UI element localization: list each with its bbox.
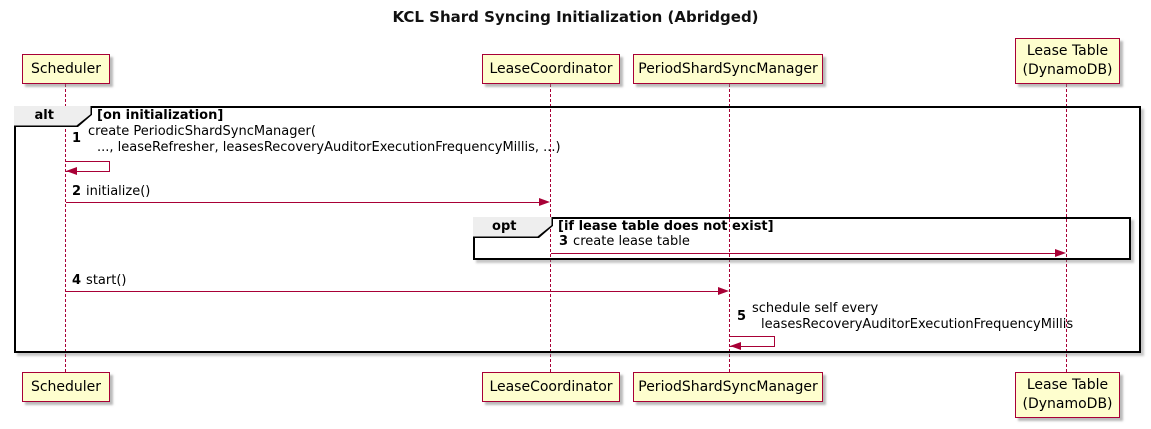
lifeline-scheduler [65, 84, 66, 372]
participant-periodshardsyncmanager-top: PeriodShardSyncManager [633, 54, 823, 84]
message-4-arrow [66, 291, 719, 292]
participant-leasetable-top: Lease Table (DynamoDB) [1015, 38, 1120, 84]
message-1-self-arrow [66, 161, 110, 172]
message-1-text: create PeriodicShardSyncManager( ..., le… [88, 124, 561, 155]
participant-periodshardsyncmanager-bottom: PeriodShardSyncManager [633, 372, 823, 402]
message-2-arrowhead-icon [539, 198, 550, 206]
opt-operator-label: opt [473, 217, 552, 237]
participant-leasecoordinator-top: LeaseCoordinator [482, 54, 620, 84]
lifeline-leasetable [1066, 84, 1067, 372]
diagram-title: KCL Shard Syncing Initialization (Abridg… [392, 8, 759, 26]
message-2-arrow [66, 202, 540, 203]
message-3-arrow [551, 253, 1056, 254]
message-5-text: schedule self every leasesRecoveryAudito… [752, 301, 1074, 332]
message-4-number: 4 [72, 273, 82, 288]
message-4-arrowhead-icon [718, 287, 729, 295]
message-1-number: 1 [72, 131, 82, 146]
message-1-arrowhead-icon [66, 167, 77, 175]
participant-leasetable-bottom: Lease Table (DynamoDB) [1015, 372, 1120, 418]
message-5-number: 5 [737, 309, 747, 324]
message-5-arrowhead-icon [730, 342, 741, 350]
message-5-self-arrow [730, 336, 775, 347]
lifeline-leasecoordinator [550, 84, 551, 372]
alt-frame [14, 106, 1141, 353]
message-3-number: 3 [559, 234, 569, 249]
alt-operator-pentagon: alt [14, 106, 92, 127]
message-2-number: 2 [72, 184, 82, 199]
alt-operator-label: alt [14, 106, 91, 126]
participant-scheduler-top: Scheduler [22, 54, 110, 84]
alt-guard-label: [on initialization] [97, 108, 224, 123]
lifeline-periodshardsyncmanager [729, 84, 730, 372]
message-3-arrowhead-icon [1055, 249, 1066, 257]
opt-frame [473, 217, 1131, 260]
participant-scheduler-bottom: Scheduler [22, 372, 110, 402]
opt-guard-label: [if lease table does not exist] [558, 219, 774, 234]
opt-operator-pentagon: opt [473, 217, 553, 238]
participant-leasecoordinator-bottom: LeaseCoordinator [482, 372, 620, 402]
